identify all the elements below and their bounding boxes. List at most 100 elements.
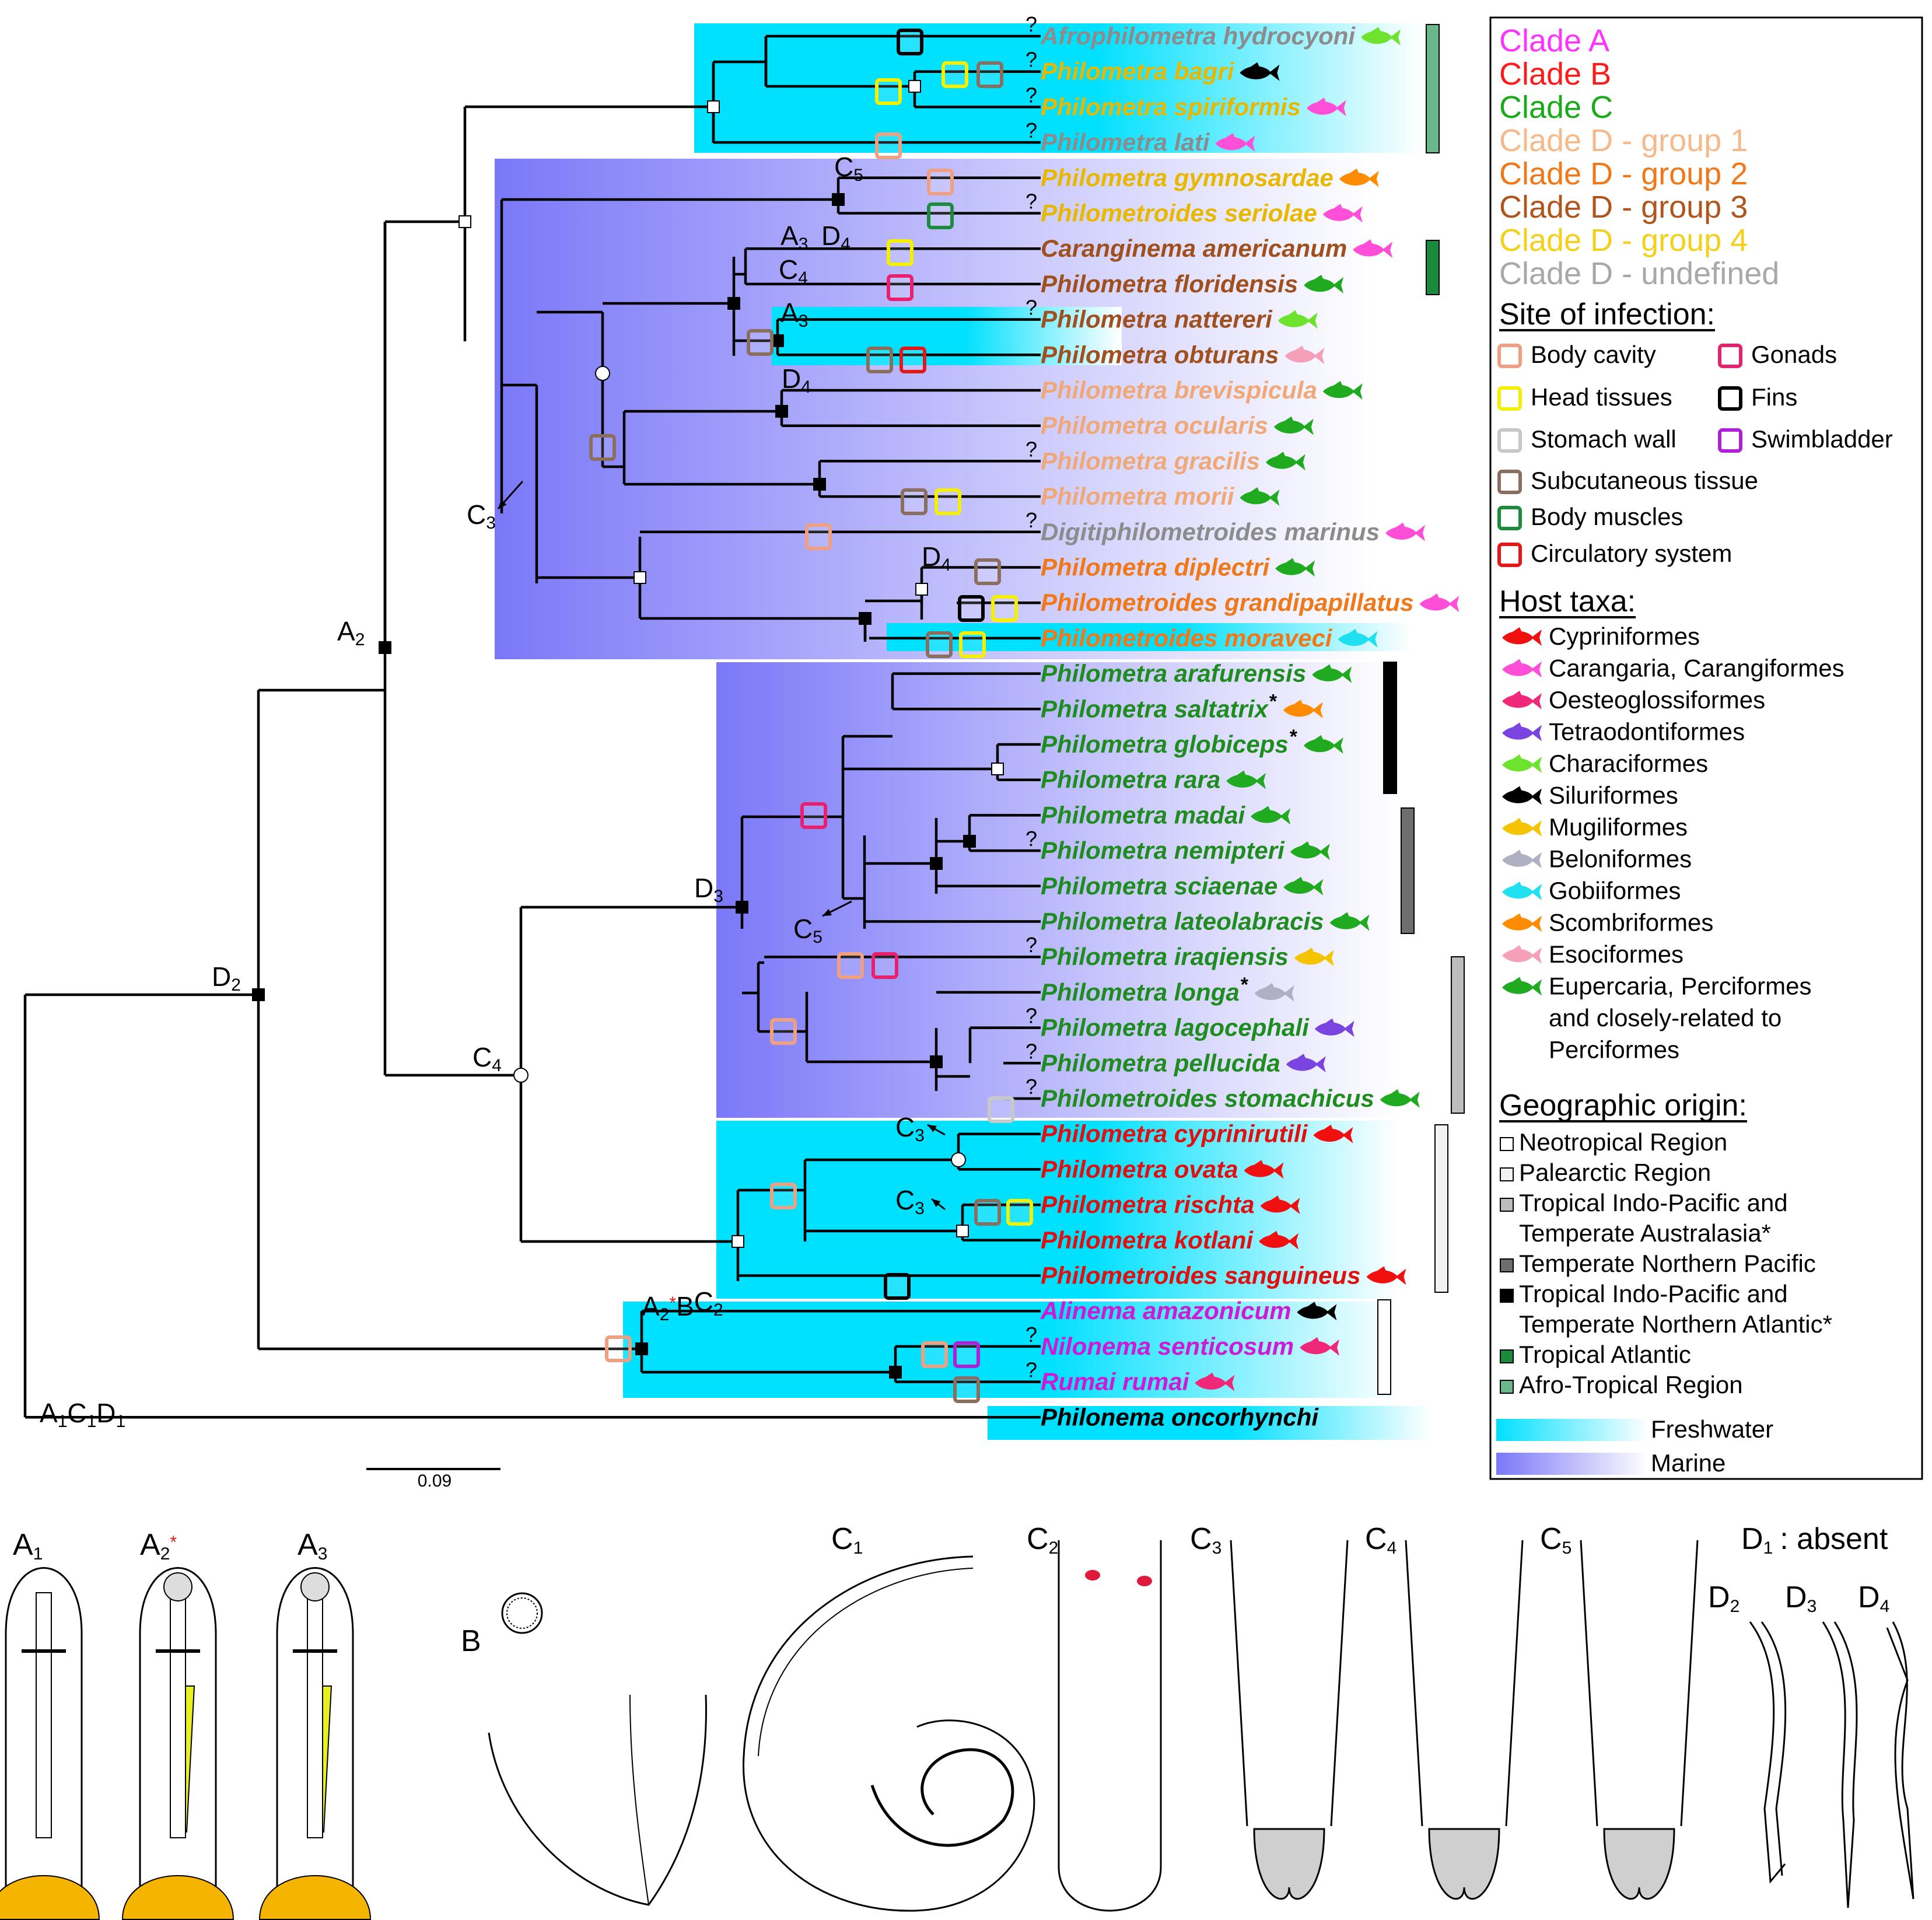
arrow-head	[822, 908, 832, 916]
node-marker	[951, 1152, 966, 1167]
panel-b-papilla	[501, 1592, 543, 1634]
host-fish-icon	[1329, 912, 1370, 931]
panel-label-c5: C5	[1540, 1522, 1572, 1558]
legend-host-label: Characiformes	[1549, 750, 1708, 777]
site-box	[935, 488, 961, 515]
site-box	[837, 952, 864, 979]
node-label: C3	[467, 499, 496, 533]
host-fish-icon	[1275, 558, 1315, 577]
legend-site-label: Head tissues	[1531, 383, 1672, 411]
panel-label-c4: C4	[1365, 1522, 1396, 1558]
node-marker	[991, 763, 1004, 775]
panel-label-d1: D1: absent	[1741, 1522, 1888, 1558]
node-label: A2	[337, 616, 365, 649]
node-label-sub: 2	[355, 630, 365, 649]
taxon-label: Philometra ovata	[1041, 1155, 1238, 1183]
taxon-label: Philometra diplectri	[1041, 554, 1270, 581]
legend-geo-label: Tropical Indo-Pacific and	[1519, 1189, 1788, 1216]
arrow-head	[928, 1125, 937, 1132]
panel-label-c3: C3	[1190, 1522, 1222, 1558]
legend-geo-swatch	[1500, 1349, 1514, 1363]
panel-b-tail	[488, 1694, 707, 1906]
taxon-label: Philometroides stomachicus	[1041, 1085, 1374, 1112]
panel-label-main: D	[1858, 1580, 1880, 1614]
legend-clade-label: Clade A	[1499, 23, 1609, 58]
legend-geo-label: Neotropical Region	[1519, 1128, 1727, 1156]
legend-host-label: Cypriniformes	[1549, 622, 1700, 650]
node-marker	[707, 100, 720, 113]
question-mark: ?	[1026, 83, 1037, 107]
legend-geo-swatch	[1500, 1380, 1514, 1394]
host-fish-icon	[1322, 381, 1363, 400]
node-label-part: C	[67, 1398, 86, 1428]
taxon-label: Philometra saltatrix	[1041, 695, 1269, 722]
legend-site-box	[1497, 470, 1522, 494]
panel-c4-outline	[1405, 1540, 1524, 1827]
node-label-main: A	[780, 298, 799, 328]
panel-label-main: C	[1190, 1522, 1212, 1556]
host-fish-icon	[1294, 947, 1334, 967]
panel-label-sub: 2	[160, 1544, 170, 1564]
host-fish-icon	[1502, 913, 1542, 932]
panel-label-a2: A2*	[140, 1528, 177, 1564]
question-mark: ?	[1026, 1039, 1037, 1063]
host-fish-icon	[1502, 627, 1542, 646]
host-fish-icon	[1502, 691, 1542, 709]
taxon-label: Philometra rara	[1041, 766, 1220, 793]
node-label-a2bc2: A2*BC2	[642, 1286, 723, 1324]
legend-host-label: Eupercaria, Perciformes	[1549, 973, 1812, 1000]
node-label: A3	[780, 221, 808, 254]
legend-clade-label: Clade B	[1499, 57, 1611, 92]
legend-host-label: Gobiiformes	[1549, 877, 1681, 904]
geo-bar	[1401, 807, 1415, 934]
site-box	[974, 558, 1001, 585]
node-marker	[915, 583, 928, 596]
question-mark: ?	[1026, 827, 1037, 851]
geo-bar	[1434, 1124, 1448, 1293]
node-label: C3	[895, 1185, 925, 1218]
node-label-main: C	[895, 1185, 915, 1215]
taxon-label: Philometra morii	[1041, 482, 1235, 510]
host-fish-icon	[1361, 27, 1401, 46]
host-fish-icon	[1260, 1195, 1300, 1215]
node-label-main: D	[821, 221, 841, 251]
node-label: C4	[473, 1042, 502, 1075]
legend-heading: Site of infection:	[1499, 298, 1715, 331]
host-fish-icon	[1502, 849, 1542, 869]
site-box	[605, 1335, 632, 1362]
panel-label-main: D	[1785, 1580, 1807, 1614]
arrow-head	[932, 1199, 941, 1207]
taxon-label: Philometra nattereri	[1041, 306, 1273, 333]
taxon-label: Philometra gracilis	[1041, 447, 1260, 474]
host-fish-icon	[1366, 1266, 1406, 1285]
tree-nodes	[252, 80, 1004, 1379]
node-label-main: D	[694, 873, 713, 903]
taxon-label: Philometra rischta	[1041, 1191, 1254, 1218]
panel-b-papilla-inner	[506, 1597, 538, 1629]
site-box	[900, 347, 926, 373]
node-label: D4	[922, 541, 951, 575]
site-box	[800, 802, 827, 829]
node-label-main: A	[337, 616, 355, 646]
node-label: D2	[212, 961, 241, 995]
host-fish-icon	[1265, 452, 1306, 471]
node-marker	[634, 571, 646, 584]
panel-label-main: A	[140, 1528, 160, 1562]
taxon-labels: Afrophilometra hydrocyoni?Philometra bag…	[1026, 12, 1460, 1431]
node-label-sub: 4	[798, 268, 808, 288]
geo-bar	[1377, 1299, 1391, 1395]
node-marker	[732, 1235, 744, 1248]
legend-geo-swatch	[1500, 1258, 1514, 1272]
legend-geo-swatch	[1500, 1167, 1514, 1181]
scale-bar-label: 0.09	[418, 1471, 452, 1491]
panel-label-a3: A3	[298, 1528, 327, 1564]
node-label-part: 2	[713, 1300, 723, 1320]
geo-bar	[1426, 24, 1440, 153]
legend-freshwater-label: Freshwater	[1651, 1415, 1773, 1443]
host-fish-icon	[1338, 628, 1378, 648]
taxon-label: Afrophilometra hydrocyoni	[1040, 22, 1356, 50]
site-box	[805, 523, 832, 550]
